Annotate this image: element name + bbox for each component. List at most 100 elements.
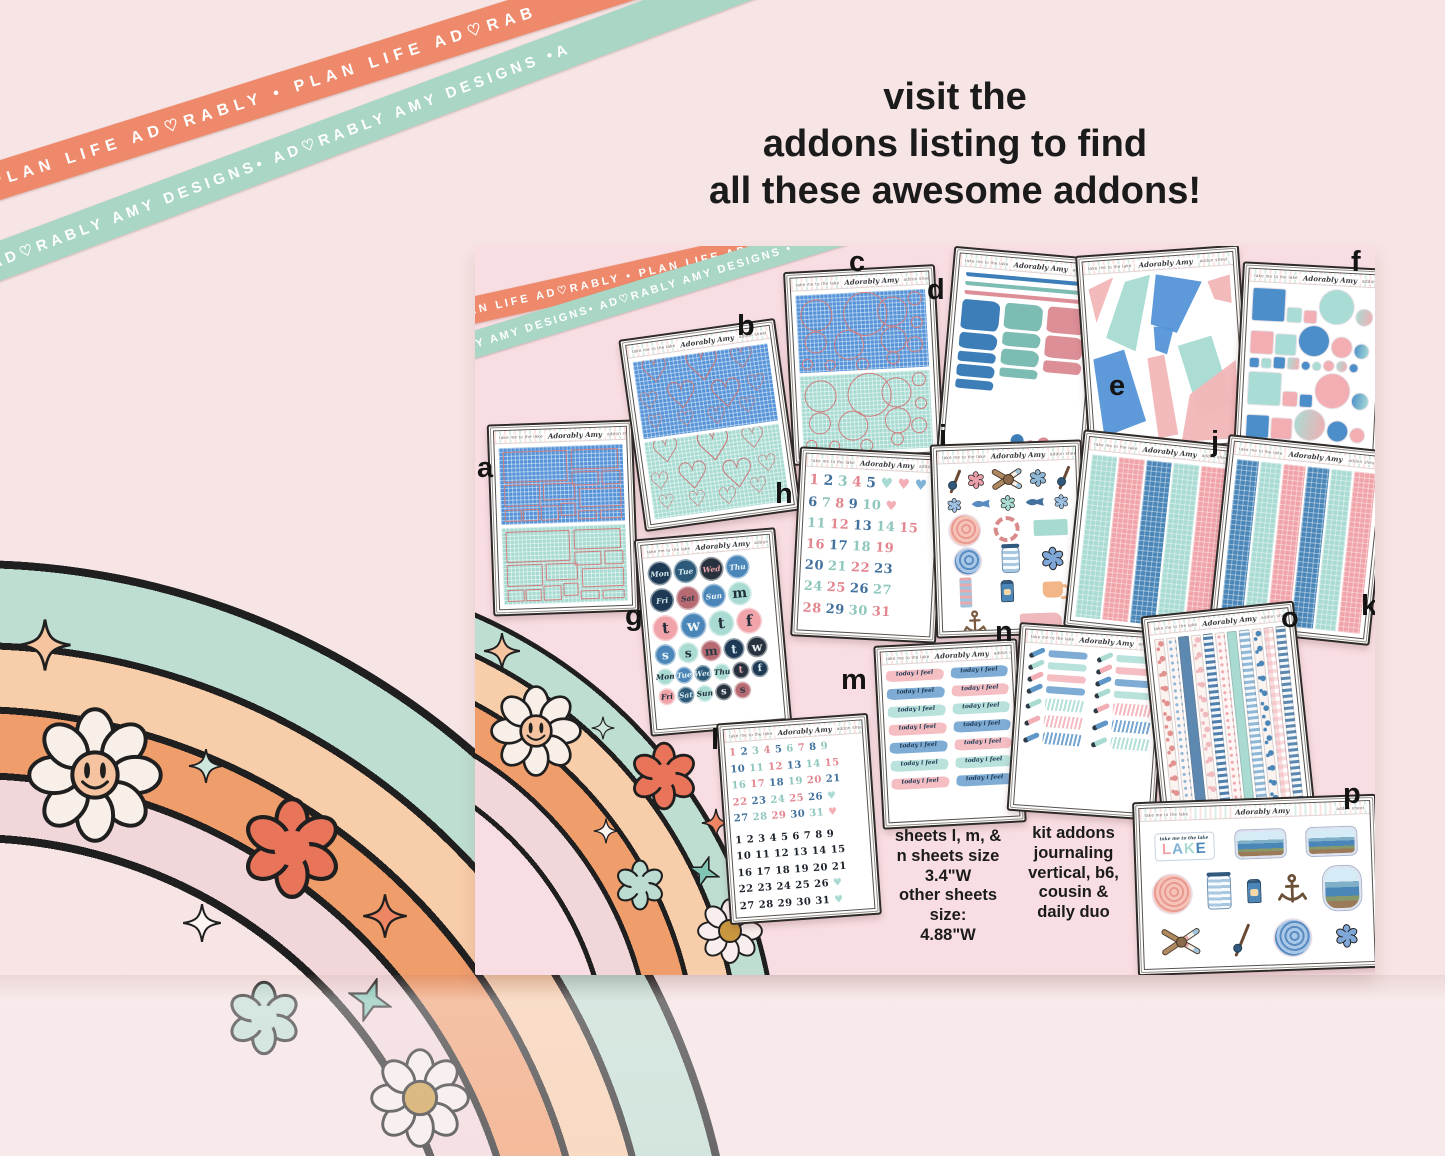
- flower-icon: [946, 497, 962, 513]
- fishing-rod-icon: [1226, 921, 1252, 958]
- note-kit-addons: kit addons journaling vertical, b6, cous…: [1028, 824, 1119, 922]
- sparkle-icon: [182, 903, 222, 943]
- sheet-label-f: f: [1351, 246, 1361, 278]
- sheet-label-d: d: [927, 274, 945, 306]
- sheet-header-left: take me to the lake: [1142, 810, 1191, 818]
- flower-icon: [1029, 469, 1048, 488]
- sheet-label-b: b: [737, 310, 755, 342]
- sheet-header-right: addon sheet: [752, 536, 785, 545]
- sheet-body: [1071, 450, 1231, 635]
- lake-scene-icon: [1235, 829, 1287, 859]
- sheet-label-i: i: [939, 420, 948, 452]
- flower-icon: [1041, 546, 1066, 571]
- sheet-body: [944, 266, 1095, 458]
- sheet-body: [494, 440, 632, 610]
- day-circle-thu: Thu: [712, 662, 732, 682]
- day-circle-fri: Fri: [657, 687, 677, 706]
- sheet-body: [1083, 265, 1245, 452]
- sheet-label-n: n: [995, 616, 1013, 648]
- day-circle-f: f: [735, 606, 764, 635]
- sheet-header-left: take me to the lake: [1085, 262, 1134, 271]
- sheet-header-right: addon sheet: [834, 723, 867, 731]
- sheet-label-p: p: [1343, 778, 1361, 810]
- day-circle-w: w: [679, 611, 708, 640]
- day-circle-s: s: [653, 643, 677, 667]
- sheet-label-m: m: [841, 664, 867, 696]
- sheet-header-left: take me to the lake: [1028, 633, 1077, 642]
- sheet-header-left: take me to the lake: [497, 433, 545, 440]
- sheet-label-k: k: [1361, 590, 1375, 622]
- retro-flower-icon: [629, 741, 699, 811]
- sheet-header-left: take me to the lake: [793, 279, 842, 288]
- anchor-icon: [962, 610, 987, 632]
- day-circle-f: f: [750, 659, 770, 678]
- day-circle-sat: Sat: [674, 585, 701, 612]
- sheet-header-right: addon sheet: [1197, 255, 1230, 263]
- sheet-header-right: addon sheet: [1047, 449, 1081, 457]
- fish-icon: [1025, 497, 1045, 508]
- sheet-header-logo: Adorably Amy: [856, 457, 918, 470]
- sheet-header-right: addon sheet: [1360, 277, 1375, 285]
- day-circle-m: m: [699, 639, 723, 663]
- sheet-body: ♡♡♡♡♡♡♡♡♡♡♡♡♡♡♡♡♡♡♡♡♡♡: [628, 339, 794, 524]
- day-circle-m: m: [726, 580, 753, 607]
- day-circle-tue: Tue: [674, 665, 694, 685]
- sheet-header-logo: Adorably Amy: [544, 428, 606, 441]
- sheet-header-left: take me to the lake: [726, 729, 775, 739]
- sparkle-icon: [483, 632, 521, 670]
- note-sheet-sizes-line2: other sheets size: 4.88"W: [898, 886, 998, 944]
- sheet-header-left: take me to the lake: [644, 544, 693, 555]
- sheet-label-c: c: [849, 246, 866, 278]
- day-circle-sun: Sun: [700, 582, 727, 609]
- note-sheet-sizes-line1: sheets l, m, & n sheets size 3.4"W: [894, 827, 1002, 885]
- sheet-header-left: take me to the lake: [809, 457, 858, 465]
- sheet-header-logo: Adorably Amy: [931, 648, 992, 661]
- sheet-label-l: l: [711, 724, 720, 756]
- sheet-header-left: take me to the lake: [1252, 272, 1301, 280]
- day-circle-t: t: [651, 614, 680, 643]
- day-circle-wed: Wed: [698, 555, 725, 582]
- retro-flower-icon: [240, 796, 344, 900]
- flower-icon: [1054, 493, 1070, 509]
- day-circle-t: t: [707, 609, 736, 638]
- day-circle-wed: Wed: [694, 664, 712, 683]
- mason-jar-icon: [1001, 546, 1021, 574]
- flower-icon: [999, 495, 1016, 512]
- cabin-scene-icon: [1306, 826, 1358, 857]
- day-circle-w: w: [745, 635, 769, 659]
- sheet-header-logo: Adorably Amy: [1232, 805, 1293, 817]
- retro-flower-icon: [614, 859, 666, 911]
- addons-collage-panel: LAN LIFE AD♡RABLY • PLAN LIFE AD♡ BLY AM…: [475, 246, 1375, 975]
- sheet-body: [1014, 642, 1160, 813]
- sheet-header-right: addon sheet: [604, 429, 634, 436]
- sheet-header-left: take me to the lake: [883, 653, 932, 661]
- day-circle-fri: Fri: [649, 587, 676, 614]
- sheet-label-a: a: [477, 452, 494, 484]
- sheet-label-j: j: [1211, 426, 1220, 458]
- life-ring-icon: [993, 515, 1021, 543]
- anchor-icon: [1277, 874, 1308, 907]
- sheet-header-right: addon sheet: [1346, 457, 1375, 466]
- day-circle-mon: Mon: [655, 667, 675, 687]
- day-circle-thu: Thu: [724, 553, 751, 580]
- day-circle-t: t: [731, 661, 751, 680]
- day-circle-s: s: [733, 680, 752, 700]
- sheet-header-left: take me to the lake: [1151, 621, 1200, 631]
- sheet-header-left: take me to the lake: [940, 453, 988, 460]
- sheet-body: [1240, 282, 1375, 452]
- retro-flower-icon: [226, 980, 302, 1056]
- sheet-label-g: g: [625, 600, 643, 632]
- sheet-body: 1 2 3 4 5 6 7 8 9 10 11 12 13 14 15 16 1…: [728, 740, 848, 912]
